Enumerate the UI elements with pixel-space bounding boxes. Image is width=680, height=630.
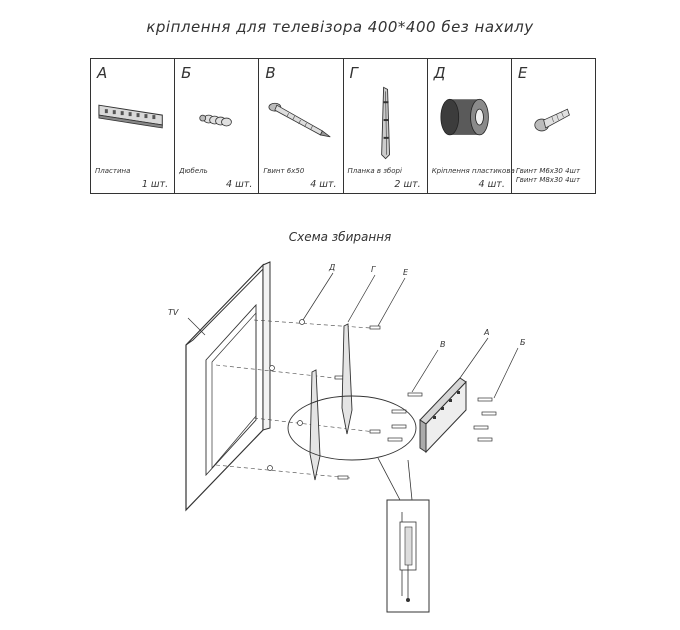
part-qty: 4 шт. xyxy=(226,179,253,190)
part-cell-b: Б Дюбель 4 шт. xyxy=(175,59,260,193)
part-name-secondary: Гвинт М8х30 4шт xyxy=(515,176,581,184)
wall-plate xyxy=(419,377,467,454)
part-name: Гвинт 6х50 xyxy=(263,167,305,175)
label-b: Б xyxy=(520,338,526,347)
part-qty: 2 шт. xyxy=(394,179,421,190)
bolt-icon xyxy=(534,108,570,132)
part-cell-a: А Пластина 1 шт. xyxy=(91,59,176,193)
plastic-spacer-icon xyxy=(440,98,489,136)
label-tv: TV xyxy=(168,308,179,317)
part-cell-g: Г Планка в зборі 2 шт. xyxy=(344,59,428,193)
part-name: Кріплення пластикова xyxy=(431,167,515,175)
part-qty: 1 шт. xyxy=(141,179,169,190)
part-letter: А xyxy=(97,64,108,82)
part-letter: В xyxy=(265,64,276,82)
scheme-title: Схема збирання xyxy=(288,230,392,244)
part-letter: Д xyxy=(433,64,446,82)
part-cell-v: В Гвинт 6х50 4 шт. xyxy=(259,59,344,193)
label-d: Д xyxy=(328,263,335,272)
part-name: Планка в зборі xyxy=(347,167,402,175)
part-letter: Е xyxy=(517,64,528,82)
dowel-icon xyxy=(199,114,233,127)
parts-table: А Пластина 1 шт. Б Дюбель 4 xyxy=(90,58,596,194)
detail-callout xyxy=(287,395,430,613)
screw-icon xyxy=(268,102,331,138)
label-a: А xyxy=(483,328,489,337)
mounting-plate-icon xyxy=(98,104,163,129)
label-e: Е xyxy=(403,268,409,277)
part-cell-d: Д Кріплення пластикова 4 шт. xyxy=(428,59,515,193)
part-cell-e: Е Гвинт М6х30 4шт Гвинт М8х30 4шт xyxy=(512,59,595,193)
part-name: Гвинт М6х30 4шт xyxy=(515,167,581,175)
bracket-bar-icon xyxy=(380,86,390,160)
tv-panel xyxy=(185,261,271,512)
bracket-bars xyxy=(309,323,353,481)
leader-lines xyxy=(187,272,519,399)
part-letter: Б xyxy=(181,64,192,82)
page-title: кріплення для телевізора 400*400 без нах… xyxy=(146,18,534,36)
part-name: Пластина xyxy=(95,167,131,175)
part-name: Дюбель xyxy=(179,167,208,175)
wall-fasteners xyxy=(387,392,497,442)
part-qty: 4 шт. xyxy=(310,179,337,190)
part-qty: 4 шт. xyxy=(478,179,505,190)
label-v: В xyxy=(440,340,446,349)
part-letter: Г xyxy=(349,64,358,82)
fastener-set-left xyxy=(267,319,381,480)
label-g: Г xyxy=(371,265,376,274)
